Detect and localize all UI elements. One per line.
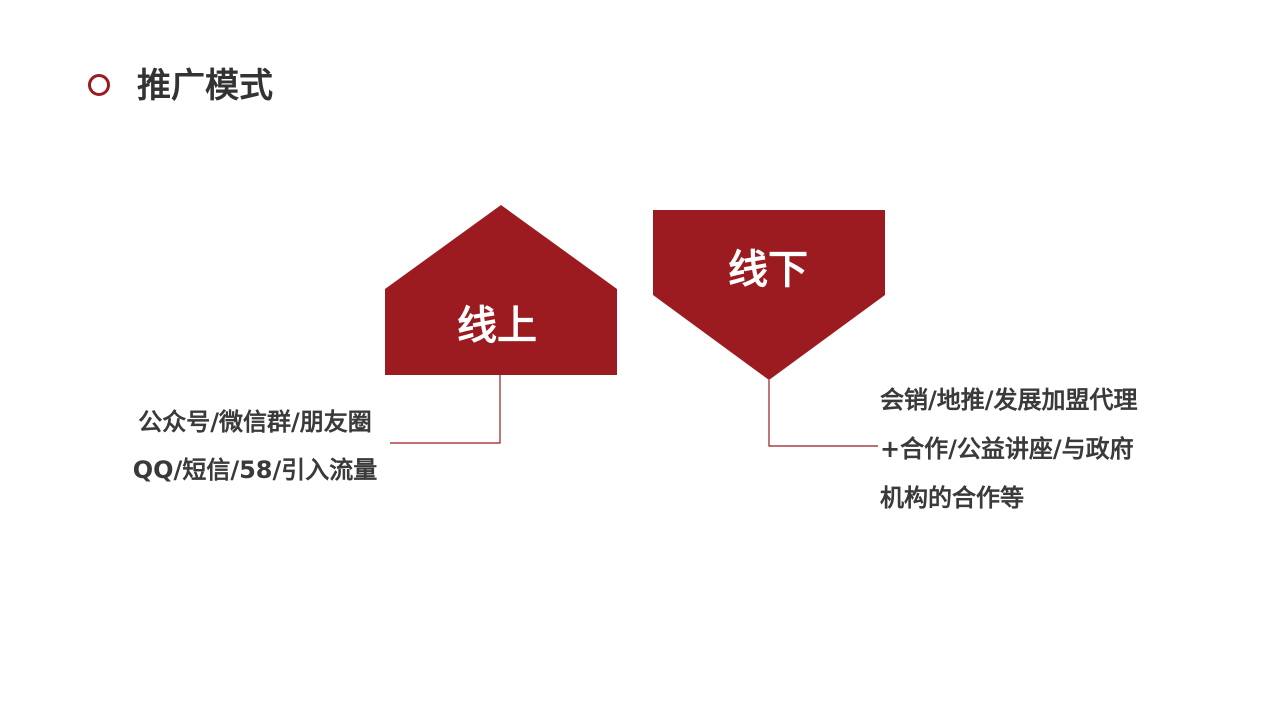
offline-connector-line [768, 380, 878, 447]
online-pentagon-shape [385, 205, 617, 375]
offline-line-1: 会销/地推/发展加盟代理 [880, 386, 1138, 414]
offline-description: 会销/地推/发展加盟代理 +合作/公益讲座/与政府 机构的合作等 [880, 376, 1138, 523]
offline-line-3: 机构的合作等 [880, 484, 1024, 512]
online-line-2: QQ/短信/58/引入流量 [132, 456, 378, 484]
page-title: 推广模式 [137, 66, 273, 106]
online-label: 线上 [457, 303, 537, 349]
online-description: 公众号/微信群/朋友圈 QQ/短信/58/引入流量 [100, 398, 410, 494]
offline-pentagon-shape [653, 210, 885, 380]
online-connector-line [390, 375, 501, 444]
online-line-1: 公众号/微信群/朋友圈 [138, 408, 372, 436]
title-bullet-circle-icon [88, 74, 110, 96]
offline-line-2: +合作/公益讲座/与政府 [880, 435, 1134, 463]
offline-label: 线下 [728, 247, 808, 293]
